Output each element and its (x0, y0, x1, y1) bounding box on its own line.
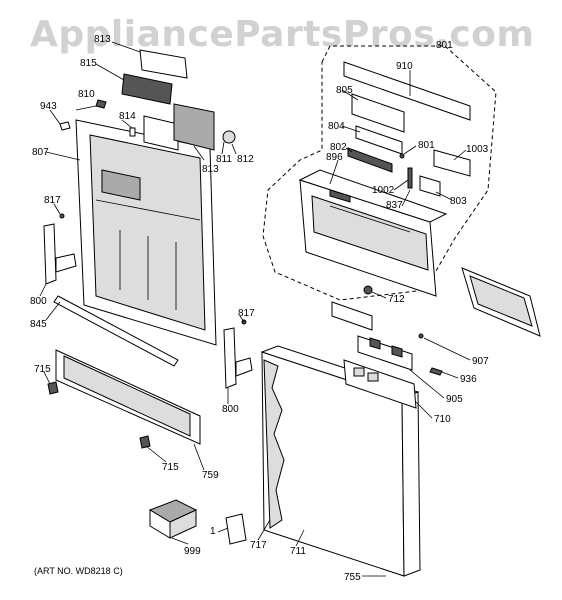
callout-815: 815 (80, 58, 97, 69)
callout-711: 711 (290, 546, 306, 557)
callout-807: 807 (32, 147, 49, 158)
hinge-left (43, 213, 77, 285)
callout-715-left: 715 (34, 364, 51, 375)
callout-803: 803 (450, 196, 467, 207)
callout-715-bottom: 715 (162, 462, 179, 473)
assembly-boundary (262, 45, 497, 301)
screw-936 (429, 367, 443, 376)
control-panel-bracket (343, 359, 417, 409)
callout-907: 907 (472, 356, 489, 367)
inner-door-liner (75, 119, 217, 346)
switch-strip (331, 301, 373, 331)
access-panel (47, 349, 201, 449)
side-trim-piece (461, 267, 541, 337)
callout-813-bottom: 813 (202, 164, 219, 175)
vent-804 (355, 125, 403, 155)
spring-1002 (407, 167, 413, 189)
callout-905: 905 (446, 394, 463, 405)
console-bracket-910 (343, 61, 471, 121)
vent-bracket-805 (351, 93, 405, 133)
callout-837: 837 (386, 200, 403, 211)
callout-1003: 1003 (466, 144, 489, 155)
parts-kit-box (148, 499, 198, 539)
hinge-right (223, 319, 253, 389)
callout-801-top: 801 (436, 40, 453, 51)
callout-717: 717 (250, 540, 267, 551)
callout-800-right: 800 (222, 404, 239, 415)
callout-801: 801 (418, 140, 435, 151)
callout-943: 943 (40, 101, 57, 112)
leader-lines (39, 41, 471, 577)
control-console (298, 169, 448, 297)
callout-845: 845 (30, 319, 47, 330)
callout-1002: 1002 (372, 185, 395, 196)
latch-803 (419, 175, 441, 197)
callout-800-left: 800 (30, 296, 47, 307)
screw-907 (418, 333, 424, 339)
callout-814: 814 (119, 111, 136, 122)
watermark: AppliancePartsPros.com (30, 14, 535, 55)
callout-896: 896 (326, 152, 343, 163)
dispenser-parts (59, 49, 236, 151)
callout-910: 910 (396, 61, 413, 72)
callout-1: 1 (210, 526, 216, 537)
screw-801 (399, 153, 405, 159)
control-board (357, 335, 413, 371)
callout-811: 811 (216, 154, 232, 165)
art-number: (ART NO. WD8218 C) (34, 566, 123, 576)
callout-802: 802 (330, 142, 347, 153)
callout-710: 710 (434, 414, 451, 425)
callout-813-top: 813 (94, 34, 111, 45)
door-gasket-strip (53, 295, 179, 367)
callout-759: 759 (202, 470, 219, 481)
callout-812: 812 (237, 154, 254, 165)
callout-810: 810 (78, 89, 95, 100)
module-1003 (433, 149, 471, 177)
callout-999: 999 (184, 546, 201, 557)
callout-936: 936 (460, 374, 477, 385)
callout-712: 712 (388, 294, 405, 305)
callout-817-right: 817 (238, 308, 255, 319)
callout-817-left: 817 (44, 195, 61, 206)
callout-804: 804 (328, 121, 345, 132)
literature-card (225, 513, 247, 545)
vent-cover-802 (347, 147, 393, 173)
callout-805: 805 (336, 85, 353, 96)
callout-755: 755 (344, 572, 361, 583)
